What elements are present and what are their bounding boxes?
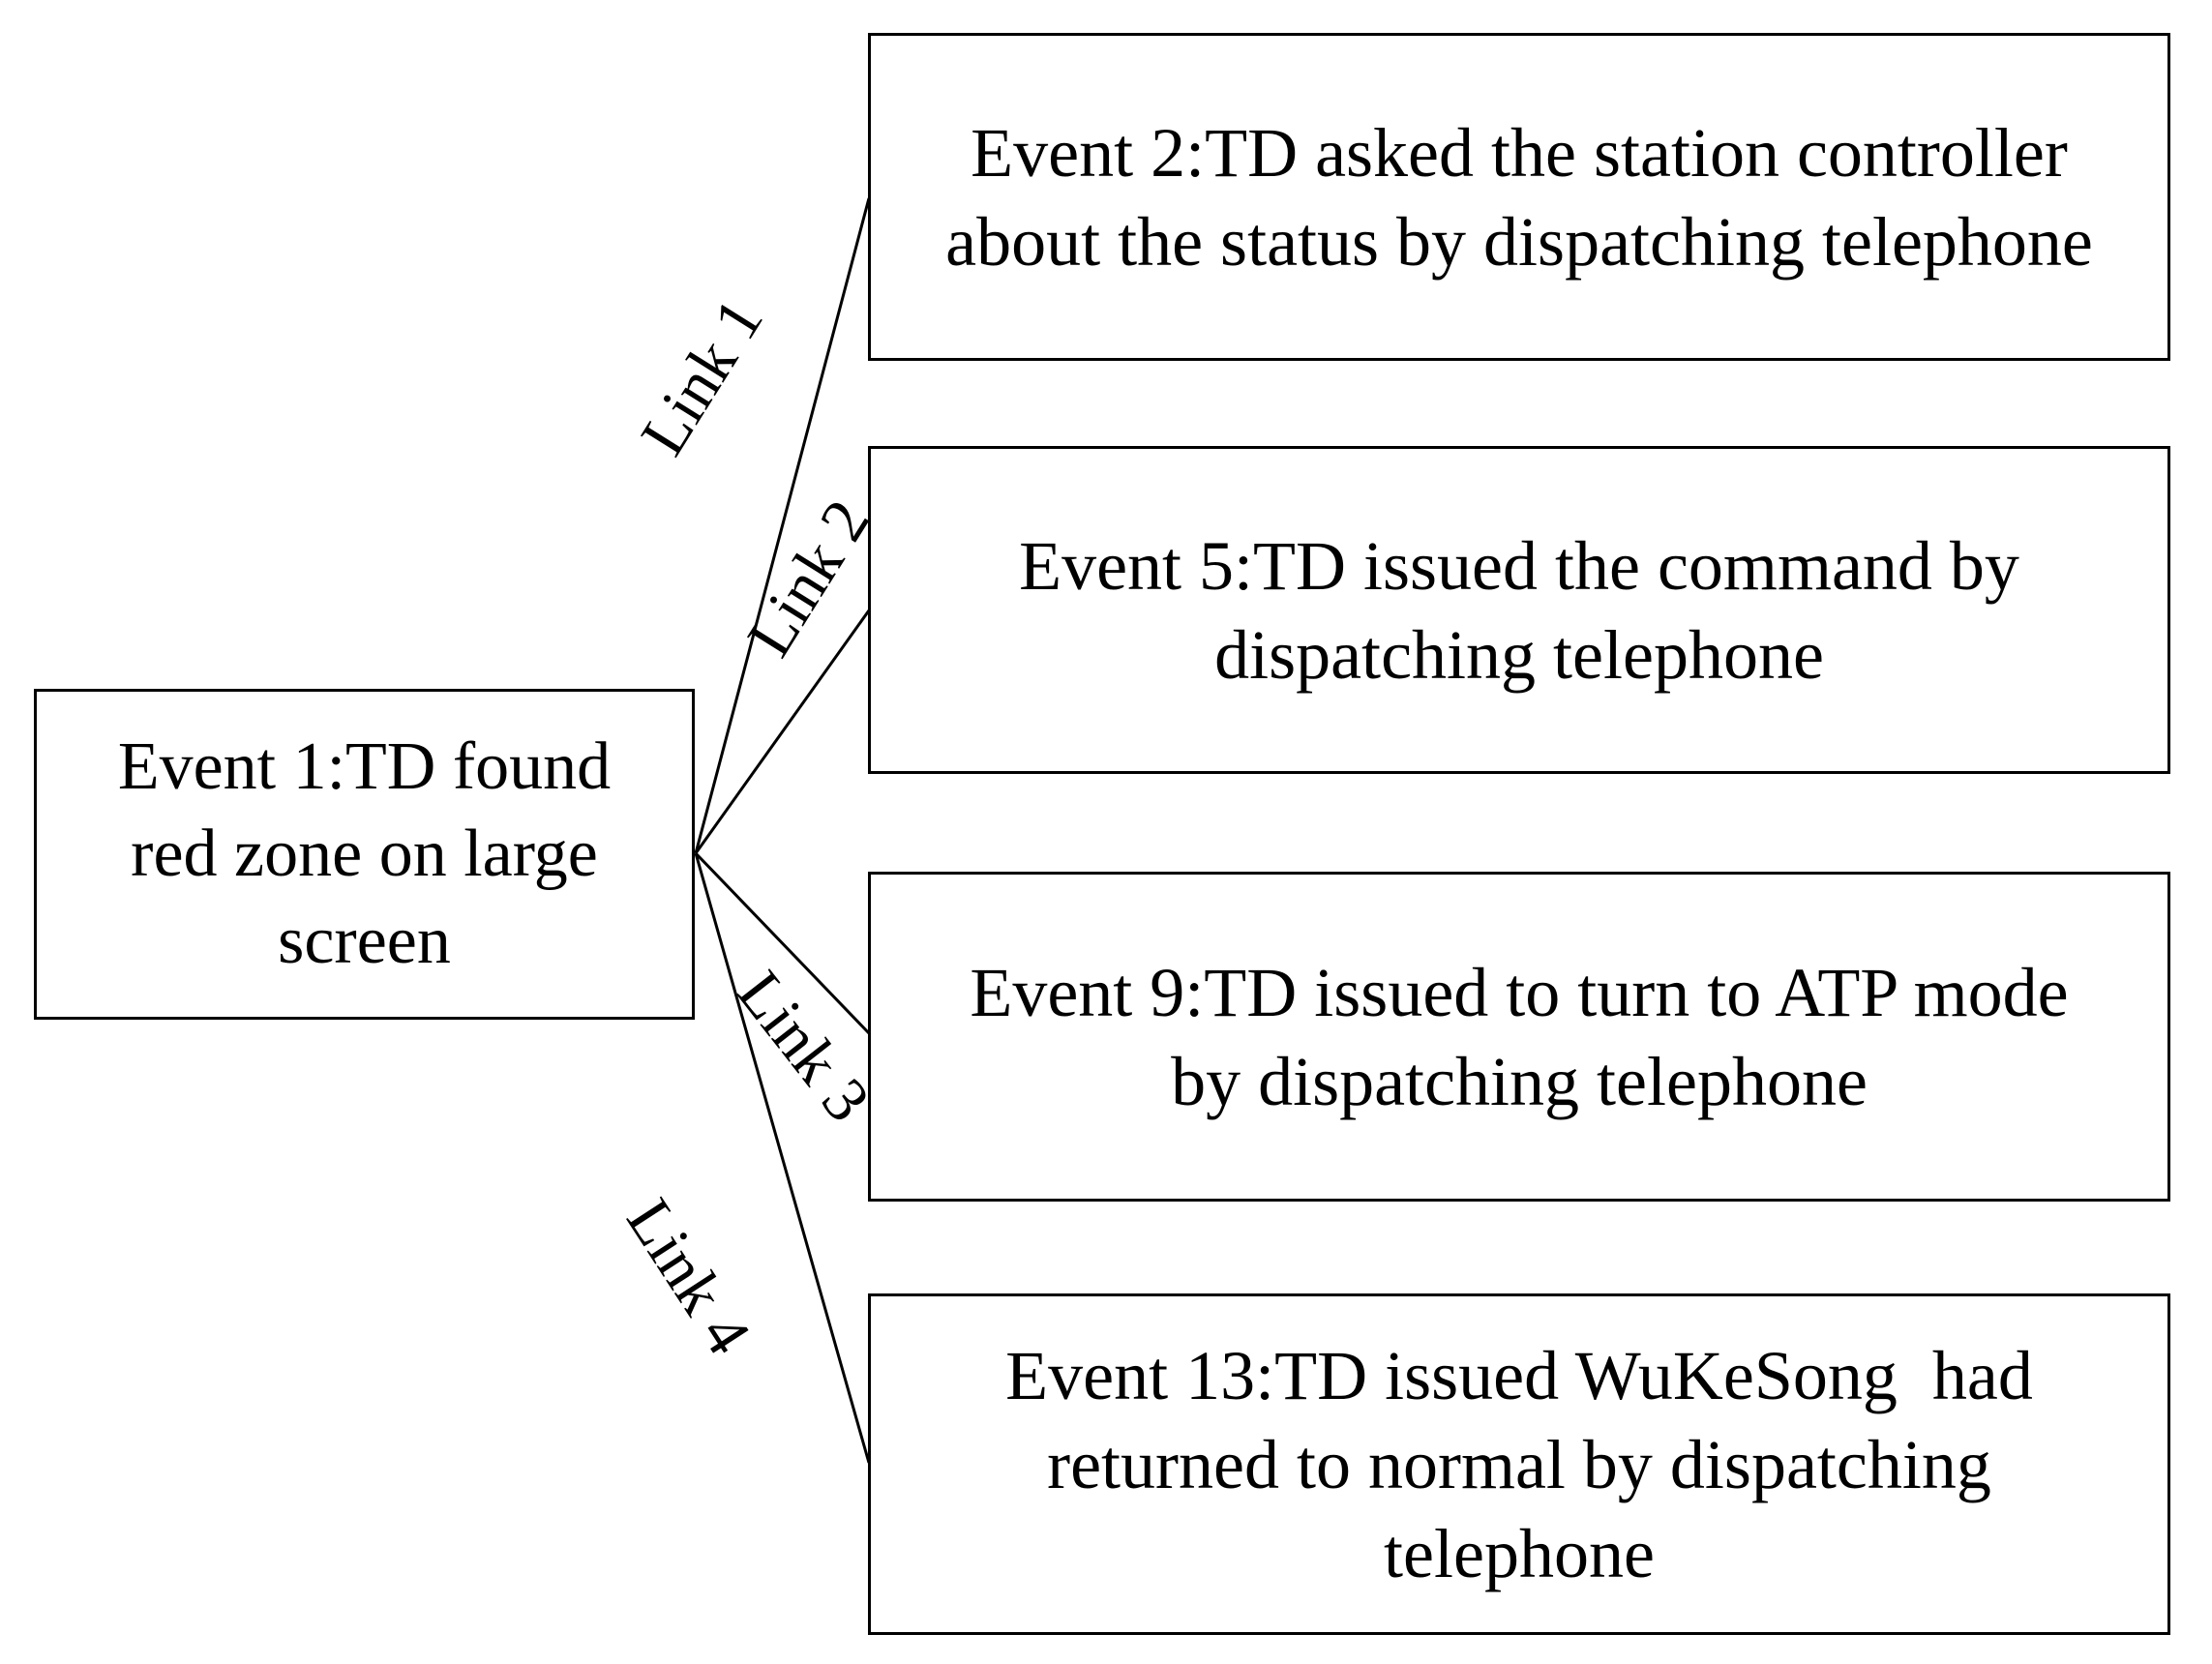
- event-9-text-line: Event 9:TD issued to turn to ATP mode: [970, 953, 2069, 1031]
- event-2-text-line: about the status by dispatching telephon…: [945, 202, 2093, 281]
- event-1-text-line: screen: [278, 904, 451, 978]
- event-1-box: Event 1:TD found red zone on large scree…: [34, 689, 695, 1020]
- link-1-line: [694, 197, 871, 854]
- link-3-line: [694, 851, 871, 1035]
- event-1-text-line: Event 1:TD found: [117, 729, 612, 804]
- event-13-box: Event 13:TD issued WuKeSong had returned…: [868, 1293, 2170, 1635]
- link-4-line: [694, 852, 871, 1464]
- event-5-text-line: dispatching telephone: [1214, 615, 1824, 694]
- event-13-text-line: telephone: [1384, 1514, 1655, 1592]
- event-5-box: Event 5:TD issued the command by dispatc…: [868, 446, 2170, 774]
- event-9-box: Event 9:TD issued to turn to ATP mode by…: [868, 872, 2170, 1202]
- event-9-text-line: by dispatching telephone: [1171, 1042, 1868, 1120]
- event-1-text-line: red zone on large: [131, 817, 598, 891]
- event-2-box: Event 2:TD asked the station controller …: [868, 33, 2170, 361]
- event-2-text-line: Event 2:TD asked the station controller: [971, 113, 2068, 192]
- event-13-text-line: Event 13:TD issued WuKeSong had: [1005, 1336, 2033, 1414]
- link-2-line: [694, 609, 871, 854]
- event-13-text-line: returned to normal by dispatching: [1047, 1425, 1991, 1503]
- event-5-text-line: Event 5:TD issued the command by: [1019, 526, 2019, 605]
